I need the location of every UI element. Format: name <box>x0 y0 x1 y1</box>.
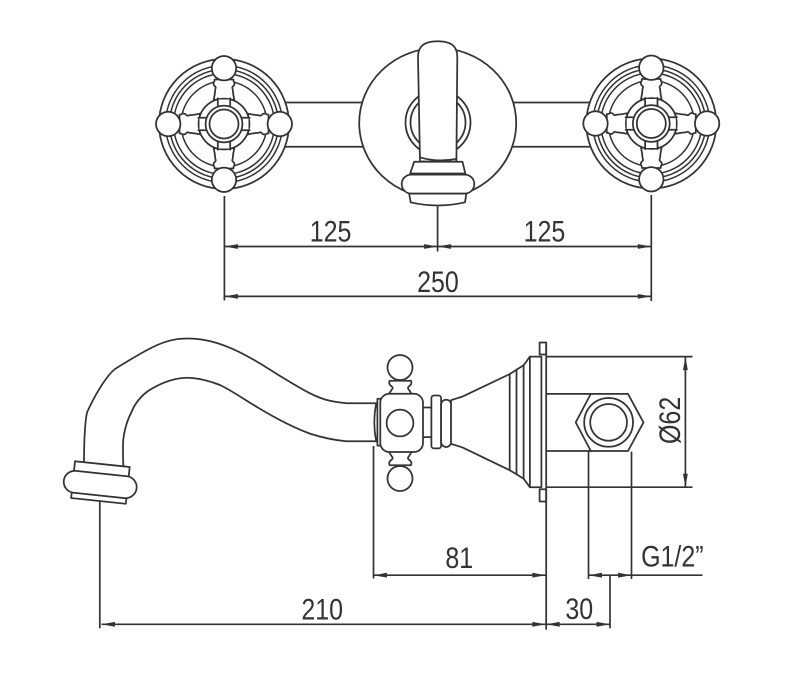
svg-text:210: 210 <box>301 593 343 626</box>
svg-text:125: 125 <box>524 215 566 248</box>
svg-text:81: 81 <box>445 541 473 574</box>
svg-text:G1/2”: G1/2” <box>641 540 703 573</box>
svg-text:Ø62: Ø62 <box>653 397 686 444</box>
svg-text:30: 30 <box>565 592 593 625</box>
svg-text:125: 125 <box>310 215 352 248</box>
svg-text:250: 250 <box>417 265 459 298</box>
